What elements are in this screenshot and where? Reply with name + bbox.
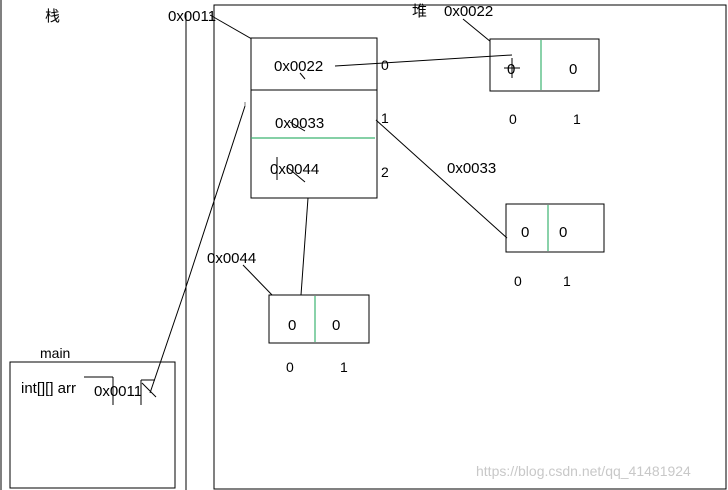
inner-0033-cell-0: 0: [521, 224, 529, 241]
arr-variable-value: 0x0011: [94, 383, 142, 400]
outer-cell-2: 0x0044: [270, 161, 319, 178]
outer-cell-0: 0x0022: [274, 58, 323, 75]
heap-region: 堆: [213, 3, 727, 490]
arr-variable-label: int[][] arr: [21, 380, 76, 397]
inner-0044-index-0: 0: [286, 359, 294, 375]
inner-0044-cell-1: 0: [332, 317, 340, 334]
stack-region: 栈 main int[][] arr 0x0011: [0, 0, 187, 490]
inner-0022-index-1: 1: [573, 111, 581, 127]
inner-0022-index-0: 0: [509, 111, 517, 127]
inner-array-0044: 0x0044 0 0 0 1: [207, 250, 370, 375]
inner-array-0033-address: 0x0033: [447, 160, 496, 177]
inner-array-0022: 0x0022 0 0 0 1: [444, 3, 600, 127]
pointer-cell2-to-0044: [300, 197, 309, 296]
main-frame-label: main: [40, 345, 70, 361]
inner-0033-cell-1: 0: [559, 224, 567, 241]
outer-cell-1: 0x0033: [275, 115, 324, 132]
inner-0044-index-1: 1: [340, 359, 348, 375]
outer-index-2: 2: [381, 164, 389, 180]
pointer-arr-to-outer: [149, 105, 246, 394]
inner-array-0044-address: 0x0044: [207, 250, 256, 267]
outer-array-address: 0x0011: [168, 8, 216, 25]
inner-0033-index-1: 1: [563, 273, 571, 289]
outer-array: 0x0011 0x0022 0x0033 0x0044 0 1 2: [168, 8, 389, 199]
inner-0033-index-0: 0: [514, 273, 522, 289]
inner-0022-cell-0: 0: [507, 61, 515, 78]
pointer-cell1-to-0033: [375, 119, 508, 239]
inner-array-0033: 0x0033 0 0 0 1: [447, 160, 605, 289]
watermark: https://blog.csdn.net/qq_41481924: [476, 463, 691, 479]
inner-0044-cell-0: 0: [288, 317, 296, 334]
outer-index-0: 0: [381, 57, 389, 73]
stack-label: 栈: [45, 8, 60, 25]
main-frame: [9, 361, 176, 489]
inner-array-0022-address: 0x0022: [444, 3, 493, 20]
inner-0022-cell-1: 0: [569, 61, 577, 78]
pointer-cell0-to-0022: [334, 54, 513, 67]
outer-index-1: 1: [381, 110, 389, 126]
arr-value-mask: [84, 376, 156, 398]
heap-label: 堆: [412, 3, 427, 20]
